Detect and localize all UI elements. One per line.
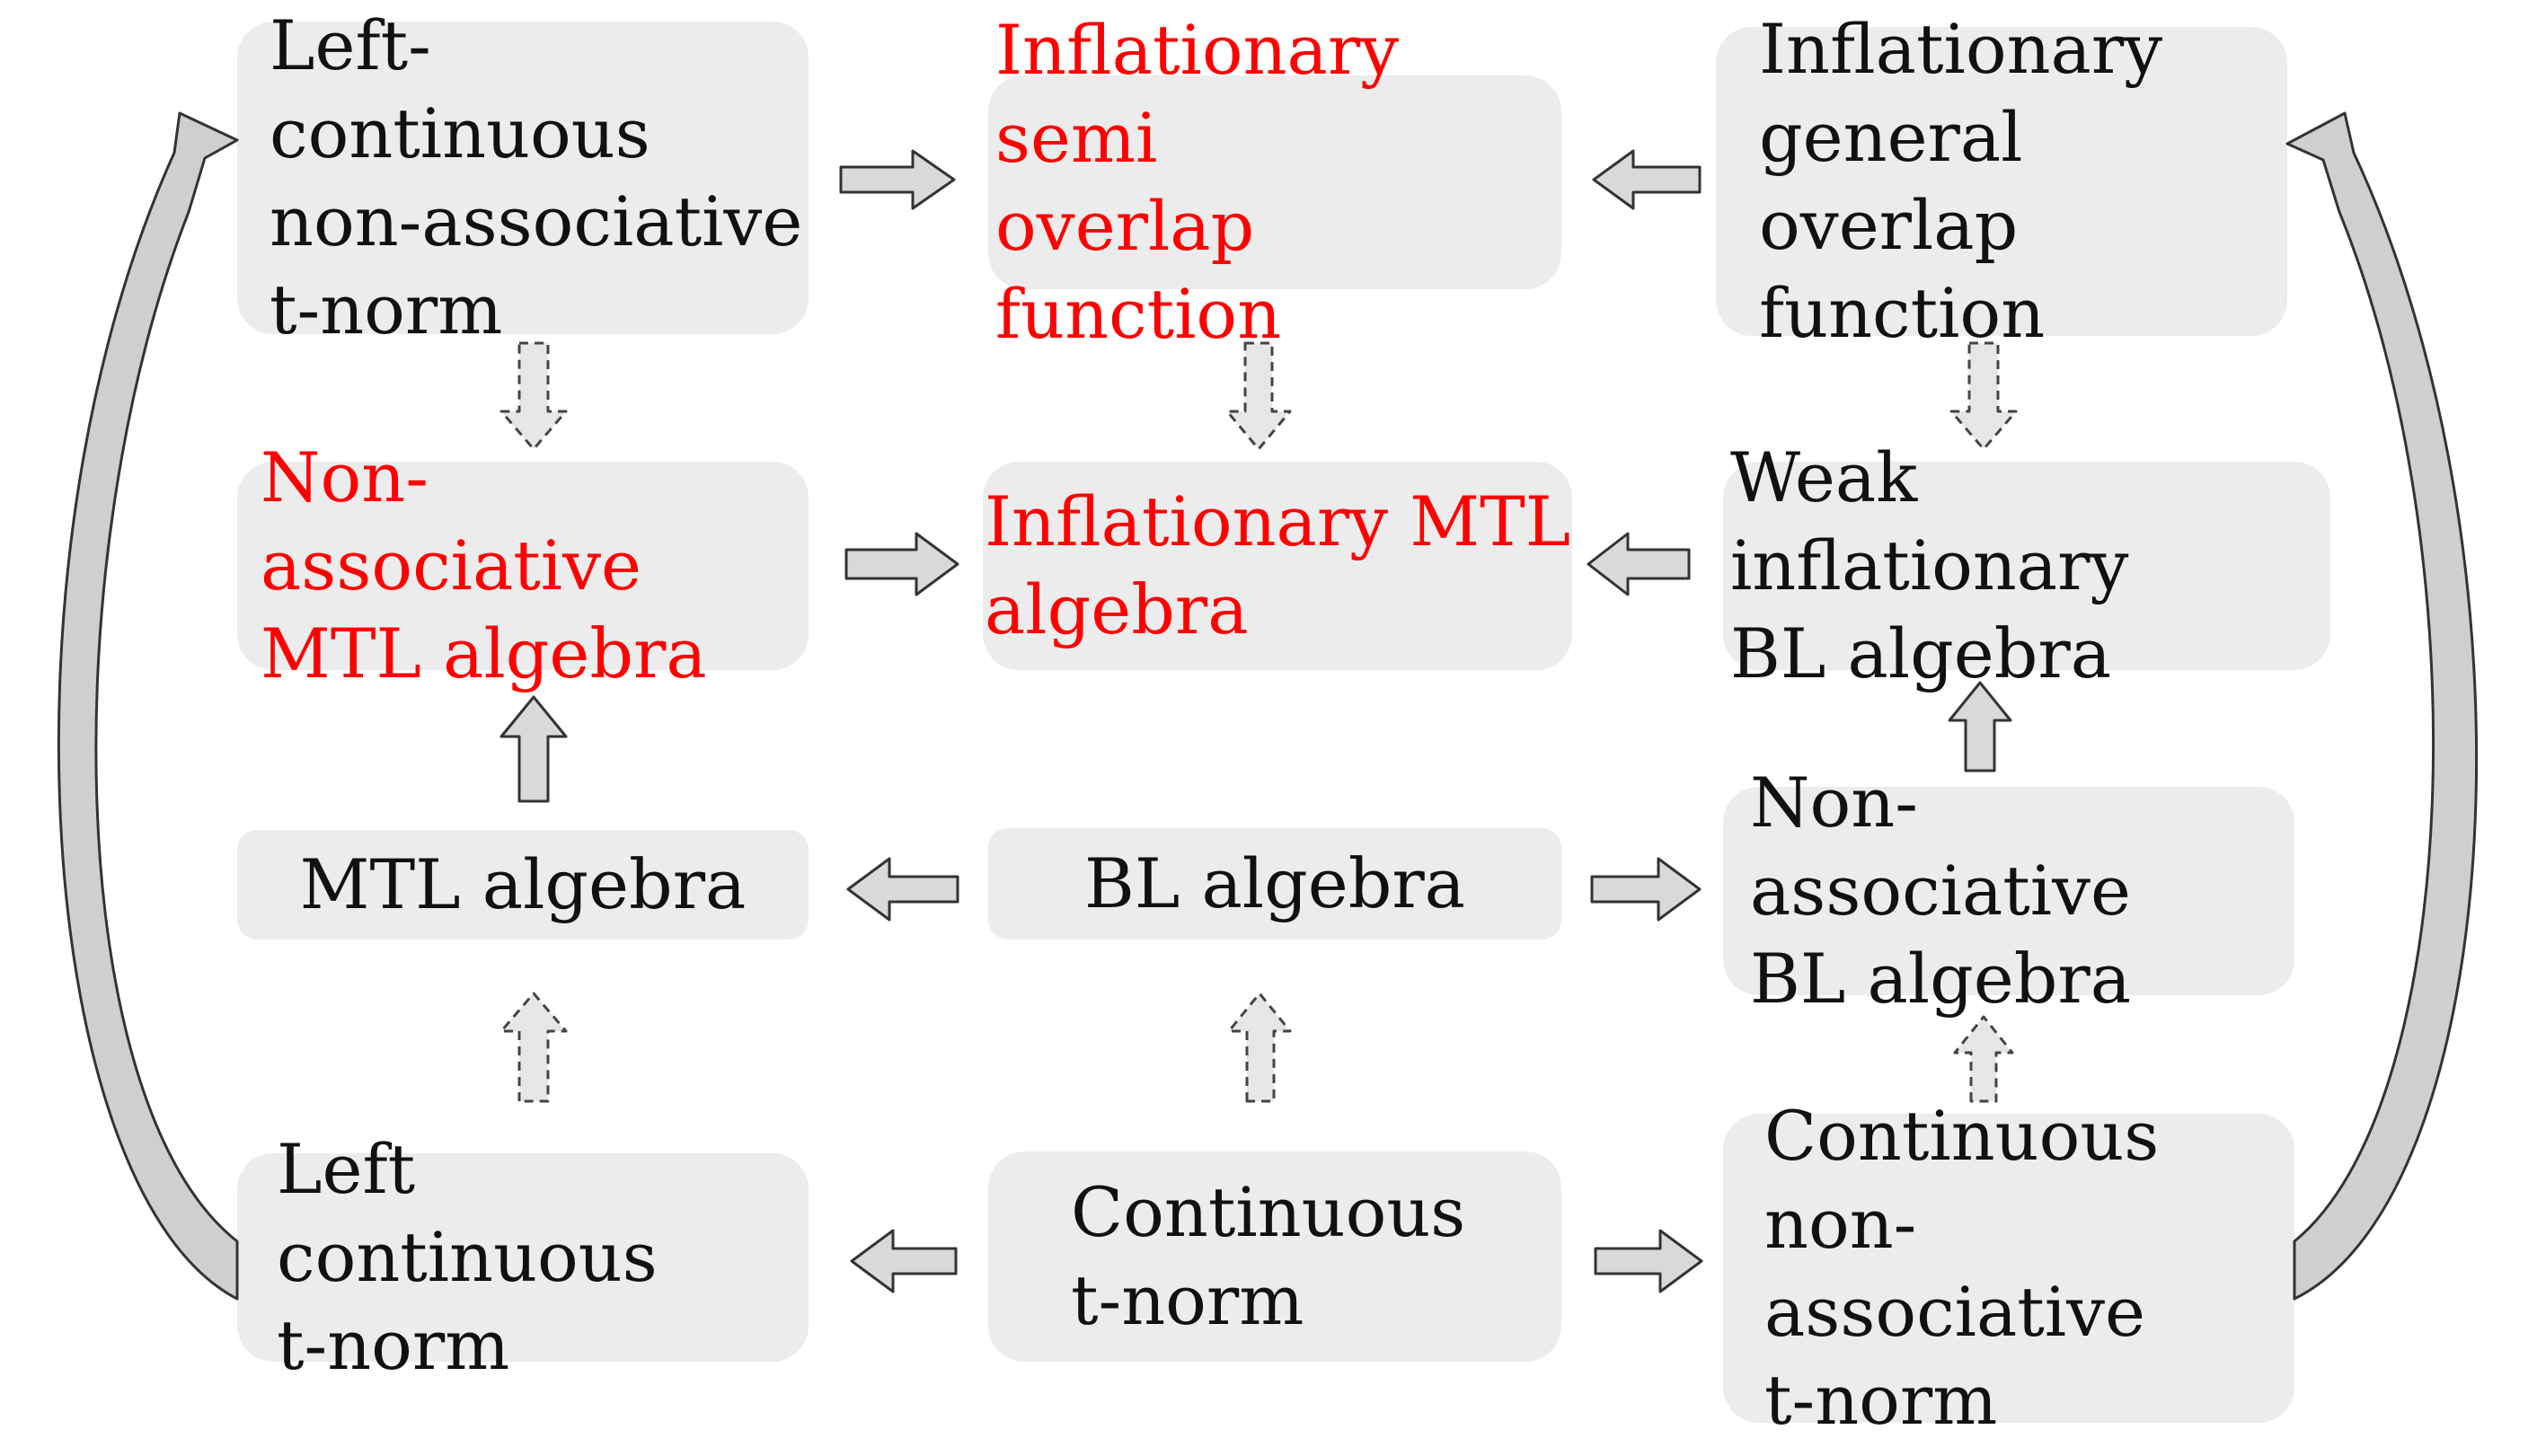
dashed-arrow-down-icon [1225,341,1292,451]
curved-arrow-right-side-icon [2285,111,2479,1301]
arrow-up-icon [499,695,568,803]
node-label: Non-associative BL algebra [1750,763,2132,1019]
node-weak-inflationary-bl-algebra: Weak inflationary BL algebra [1723,437,2330,693]
node-label: Weak inflationary BL algebra [1730,437,2129,693]
node-label: Continuous non-associative t-norm [1764,1096,2160,1440]
node-nonassociative-mtl-algebra: Non-associative MTL algebra [237,437,809,693]
dashed-arrow-down-icon [499,341,568,451]
node-continuous-tnorm: Continuous t-norm [988,1152,1561,1362]
arrow-left-icon [1592,149,1702,210]
arrow-left-icon [850,1229,958,1293]
node-inflationary-mtl-algebra: Inflationary MTL algebra [983,462,1572,670]
curved-arrow-left-side-icon [57,111,239,1301]
node-left-continuous-nonassoc-tnorm: Left-continuous non-associative t-norm [237,5,809,349]
dashed-arrow-down-icon [1949,341,2018,451]
arrow-left-icon [846,857,959,922]
node-label: Inflationary general overlap function [1759,9,2163,353]
arrow-up-icon [1948,681,2012,772]
dashed-arrow-up-icon [499,992,568,1103]
arrow-left-icon [1587,532,1691,596]
arrow-right-icon [1590,857,1702,922]
node-label: Inflationary MTL algebra [985,481,1571,649]
arrow-right-icon [1594,1229,1703,1293]
node-label: Inflationary semi overlap function [995,10,1400,354]
node-inflationary-semi-overlap-function: Inflationary semi overlap function [988,10,1561,354]
node-label: BL algebra [1083,843,1465,923]
node-label: MTL algebra [299,844,747,924]
arrow-right-icon [844,532,959,596]
node-label: Left-continuous non-associative t-norm [270,5,803,349]
node-label: Left continuous t-norm [277,1129,658,1385]
node-bl-algebra: BL algebra [988,828,1561,940]
node-continuous-nonassoc-tnorm: Continuous non-associative t-norm [1723,1096,2294,1440]
node-label: Continuous t-norm [1071,1172,1466,1340]
node-nonassociative-bl-algebra: Non-associative BL algebra [1723,763,2294,1019]
node-inflationary-general-overlap-function: Inflationary general overlap function [1716,9,2287,353]
node-left-continuous-tnorm: Left continuous t-norm [237,1129,809,1385]
dashed-arrow-up-icon [1953,1015,2014,1103]
node-label: Non-associative MTL algebra [261,437,707,693]
dashed-arrow-up-icon [1227,992,1292,1103]
node-mtl-algebra: MTL algebra [237,830,809,940]
arrow-right-icon [839,149,956,210]
